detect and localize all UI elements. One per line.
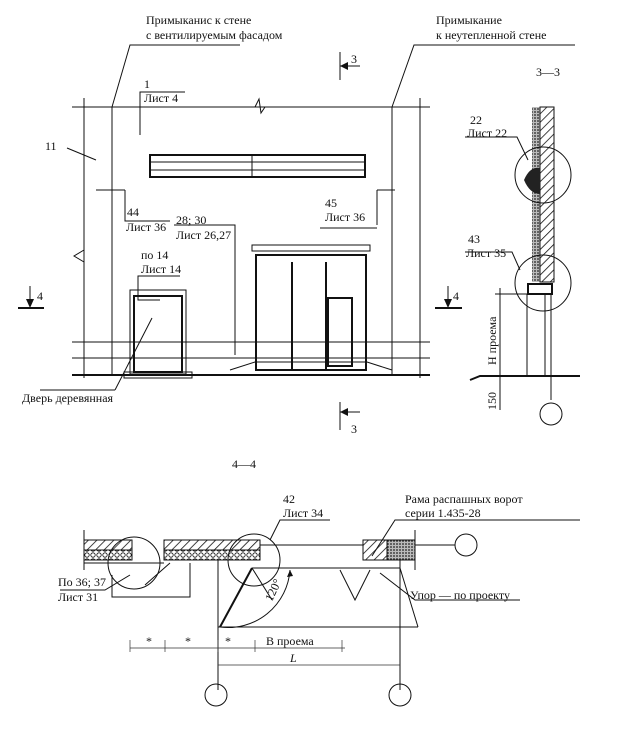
ref-11: 11 [45, 139, 57, 153]
callout-ventilated-facade-1: Примыканис к стене [146, 13, 251, 27]
ref-45-number: 45 [325, 196, 337, 210]
ref-42-number: 42 [283, 492, 295, 506]
ref-45-sheet: Лист 36 [325, 210, 365, 224]
opening-angle-label: 120° [262, 577, 284, 604]
dim-l-label: L [289, 651, 297, 665]
section-3-3-title: 3—3 [536, 65, 560, 79]
ref-14-number: по 14 [141, 248, 168, 262]
ref-42-sheet: Лист 34 [283, 506, 323, 520]
stop-label: Упор — по проекту [410, 588, 510, 602]
section-4-left-label: 4 [37, 289, 43, 303]
ref-1-number: 1 [144, 77, 150, 91]
ref-44-number: 44 [127, 205, 139, 219]
callout-uninsulated-wall-1: Примыкание [436, 13, 502, 27]
plan-4-4-title: 4—4 [232, 457, 256, 471]
ref-43-sheet: Лист 35 [466, 246, 506, 260]
section-4-right-label: 4 [453, 289, 459, 303]
ref-43-number: 43 [468, 232, 480, 246]
gate-frame-label-2: серии 1.435-28 [405, 506, 481, 520]
opening-width-label: B проема [266, 634, 314, 648]
facade-elevation [18, 44, 575, 430]
section-3-3 [465, 106, 580, 426]
gate-frame-label-1: Рама распашных ворот [405, 492, 523, 506]
dim-star-1: * [146, 634, 152, 648]
section-3-bottom-label: 3 [351, 422, 357, 436]
ref-28-30-sheet: Лист 26,27 [176, 228, 231, 242]
dim-star-3: * [225, 634, 231, 648]
callout-ventilated-facade-2: с вентилируемым фасадом [146, 28, 283, 42]
opening-height-label: H проема [485, 316, 499, 365]
ref-14-sheet: Лист 14 [141, 262, 181, 276]
ribbon-window [149, 154, 366, 178]
ref-44-sheet: Лист 36 [126, 220, 166, 234]
ref-36-37-number: По 36; 37 [58, 575, 106, 589]
callout-uninsulated-wall-2: к неутепленной стене [436, 28, 547, 42]
dim-star-2: * [185, 634, 191, 648]
door-label: Дверь деревянная [22, 391, 114, 405]
gate [229, 244, 393, 371]
ref-28-30-number: 28; 30 [176, 213, 206, 227]
dim-150: 150 [485, 392, 499, 410]
ref-22-sheet: Лист 22 [467, 126, 507, 140]
wooden-door [123, 289, 193, 379]
ref-22-number: 22 [470, 113, 482, 127]
ref-36-37-sheet: Лист 31 [58, 590, 98, 604]
ref-1-sheet: Лист 4 [144, 91, 178, 105]
section-3-top-label: 3 [351, 52, 357, 66]
plan-4-4 [60, 519, 580, 707]
